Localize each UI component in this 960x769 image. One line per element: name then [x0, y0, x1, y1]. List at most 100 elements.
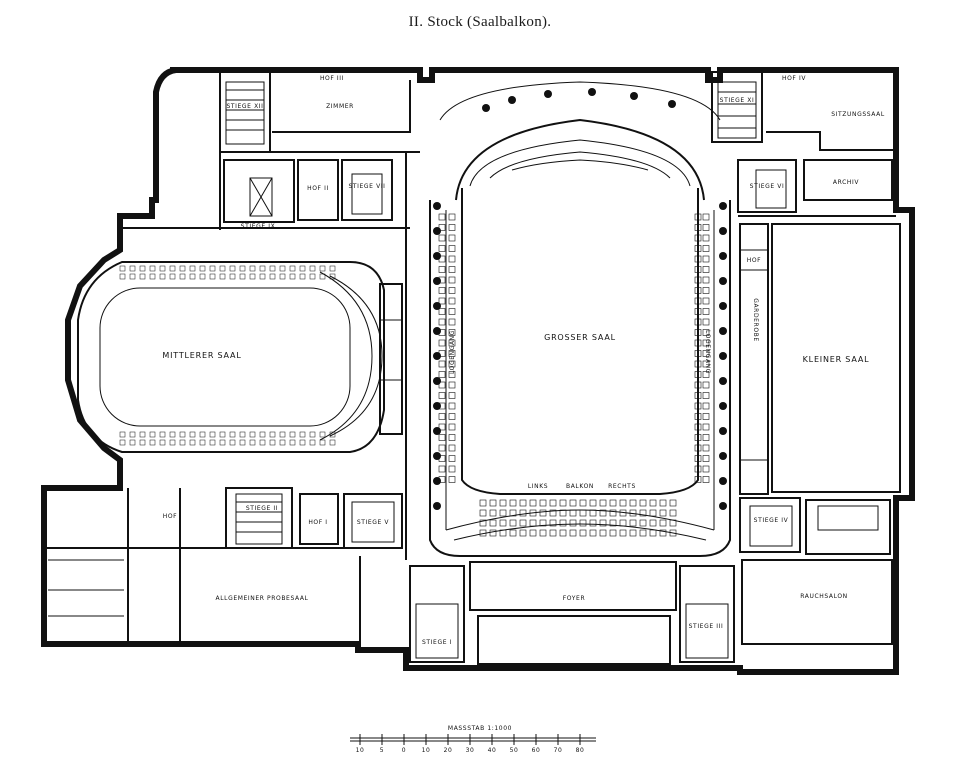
seat — [702, 360, 710, 368]
seat — [259, 431, 266, 438]
seat — [702, 318, 710, 326]
seat — [579, 529, 587, 537]
seat — [269, 273, 276, 280]
stiege-3-label: STIEGE III — [689, 623, 724, 630]
seat — [229, 431, 236, 438]
seat — [448, 318, 456, 326]
seat — [509, 519, 517, 527]
seat — [438, 297, 446, 305]
seat — [694, 413, 702, 420]
seat — [448, 476, 456, 483]
column-dot — [433, 327, 441, 335]
scale-tick-label: 0 — [402, 747, 406, 754]
seat — [539, 529, 547, 537]
seat — [609, 529, 617, 537]
left-wing — [120, 71, 420, 560]
seat — [448, 444, 456, 452]
scale-tick-label: 40 — [488, 747, 497, 754]
seat — [579, 499, 587, 507]
seat — [219, 431, 226, 438]
seat — [599, 529, 607, 537]
column-dot — [719, 427, 727, 435]
scale-tick-label: 60 — [532, 747, 541, 754]
stiege-9-label: STIEGE IX — [241, 223, 276, 230]
rauchsalon-label: RAUCHSALON — [800, 593, 848, 600]
seat — [438, 476, 446, 483]
seat — [448, 297, 456, 305]
balcony-columns — [433, 88, 727, 510]
seat — [649, 499, 657, 507]
seat — [529, 519, 537, 527]
seat — [499, 509, 507, 517]
stiege-5-label: STIEGE V — [357, 519, 390, 526]
seat — [559, 519, 567, 527]
seat — [659, 519, 667, 527]
seat — [519, 499, 527, 507]
seat — [219, 265, 226, 272]
scale-tick-label: 80 — [576, 747, 585, 754]
seat — [702, 213, 710, 221]
seat — [549, 519, 557, 527]
stiege-7-label: STIEGE VII — [348, 183, 385, 190]
seat — [702, 234, 710, 242]
seat — [279, 273, 286, 280]
seat — [694, 371, 702, 378]
seat — [649, 509, 657, 517]
seat — [438, 245, 446, 252]
seat — [539, 499, 547, 507]
seat — [694, 224, 702, 231]
column-dot — [433, 477, 441, 485]
seat — [694, 350, 702, 357]
column-dot — [433, 352, 441, 360]
hof-1-label: HOF I — [308, 519, 327, 526]
seat — [329, 265, 336, 272]
seat — [589, 519, 597, 527]
seat — [702, 329, 710, 336]
seat — [269, 431, 276, 438]
garderobe-label: GARDEROBE — [752, 298, 759, 342]
seat — [702, 413, 710, 420]
seat — [438, 276, 446, 284]
seat — [599, 509, 607, 517]
seat — [479, 509, 487, 517]
column-dot — [482, 104, 490, 112]
seat — [119, 439, 126, 446]
seat — [702, 245, 710, 252]
seat — [569, 509, 577, 517]
column-dot — [719, 402, 727, 410]
seat — [639, 509, 647, 517]
seat — [448, 371, 456, 378]
scale-tick-label: 20 — [444, 747, 453, 754]
column-dot — [433, 202, 441, 210]
seat — [239, 265, 246, 272]
seat — [448, 213, 456, 221]
zimmer-label: ZIMMER — [326, 103, 354, 110]
seat — [448, 234, 456, 242]
seat — [438, 360, 446, 368]
archiv-label: ARCHIV — [833, 179, 859, 186]
seat — [448, 392, 456, 399]
seat — [448, 276, 456, 284]
seat — [199, 265, 206, 272]
seat — [139, 439, 146, 446]
seat — [579, 519, 587, 527]
column-dot — [719, 352, 727, 360]
seat — [702, 476, 710, 483]
seat — [129, 273, 136, 280]
seat — [448, 255, 456, 263]
seat — [279, 431, 286, 438]
seat — [549, 499, 557, 507]
seat — [702, 423, 710, 431]
probesaal-label: ALLGEMEINER PROBESAAL — [216, 595, 309, 602]
seat — [629, 499, 637, 507]
seat — [702, 339, 710, 347]
seat — [599, 499, 607, 507]
seat — [702, 255, 710, 263]
seat — [702, 434, 710, 441]
seat — [269, 439, 276, 446]
seat — [299, 273, 306, 280]
scale-tick-label: 50 — [510, 747, 519, 754]
seat — [694, 297, 702, 305]
seat — [694, 287, 702, 294]
seat — [702, 381, 710, 389]
